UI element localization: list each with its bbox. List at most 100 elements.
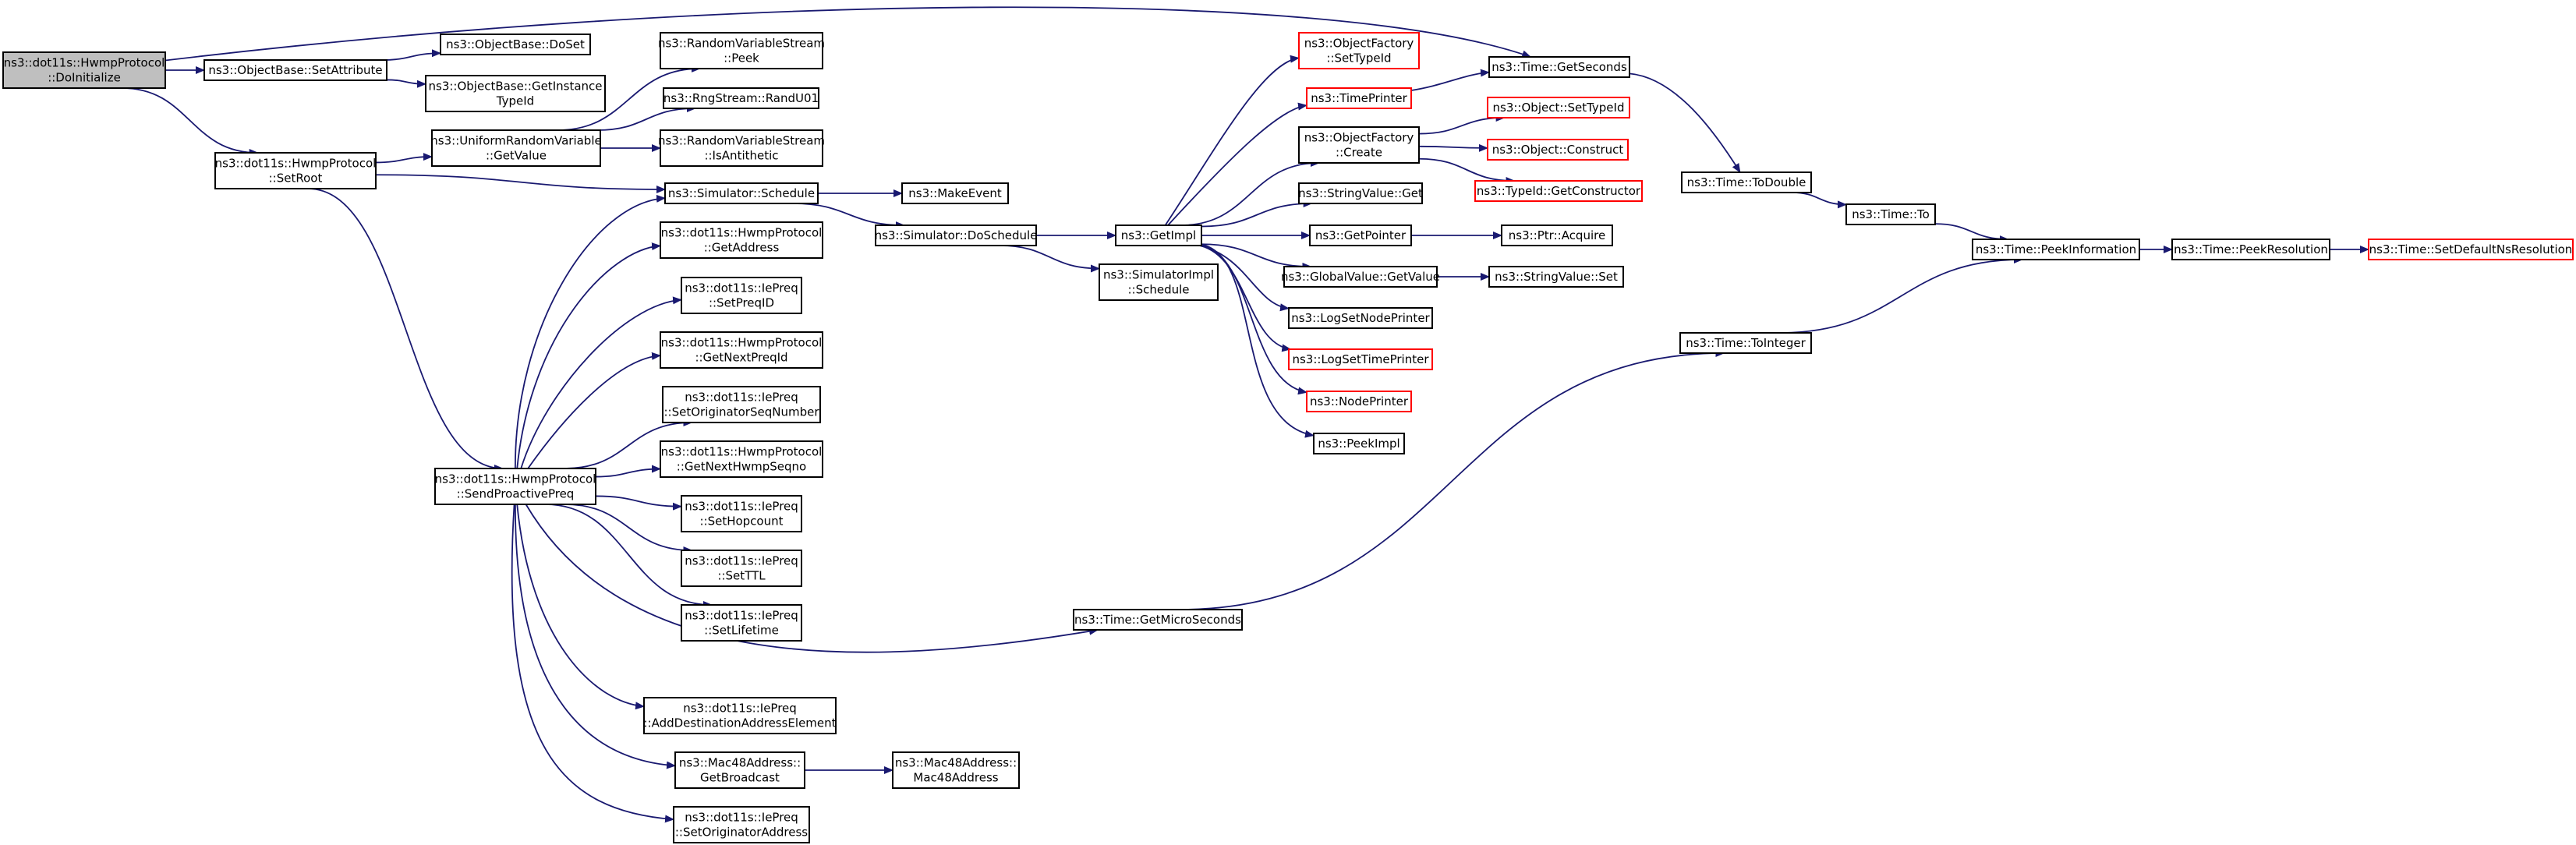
node-getnexthwmpseq[interactable]: ns3::dot11s::HwmpProtocol::GetNextHwmpSe… [660, 440, 823, 478]
node-makeevent[interactable]: ns3::MakeEvent [901, 182, 1009, 204]
node-nodeprinter[interactable]: ns3::NodePrinter [1306, 391, 1412, 412]
edge-sendproactive-to-getnexthwmpseq [595, 465, 661, 478]
edges-layer [122, 6, 2369, 823]
node-logsettime[interactable]: ns3::LogSetTimePrinter [1288, 348, 1433, 370]
node-rvspeek[interactable]: ns3::RandomVariableStream::Peek [658, 32, 825, 69]
node-sethopcount[interactable]: ns3::dot11s::IePreq::SetHopcount [681, 495, 802, 532]
node-label-setorigaddr-line-1: ::SetOriginatorAddress [675, 826, 808, 840]
node-label-mac48ctor-line-1: Mac48Address [913, 771, 998, 785]
node-simimplsched[interactable]: ns3::SimulatorImpl::Schedule [1099, 263, 1219, 301]
node-label-logsetnode-line-0: ns3::LogSetNodePrinter [1291, 311, 1430, 325]
node-objsettypeid[interactable]: ns3::Object::SetTypeId [1487, 97, 1630, 118]
edge-sendproactive-to-setpreqid [520, 296, 682, 469]
edge-sendproactive-to-schedule [514, 194, 666, 469]
node-urvget[interactable]: ns3::UniformRandomVariable::GetValue [430, 129, 602, 167]
node-label-sendproactive-line-0: ns3::dot11s::HwmpProtocol [435, 472, 596, 486]
node-todouble[interactable]: ns3::Time::ToDouble [1681, 171, 1812, 193]
node-label-makeevent-line-0: ns3::MakeEvent [908, 186, 1002, 200]
node-getimpl[interactable]: ns3::GetImpl [1115, 225, 1202, 246]
node-setdefaultns[interactable]: ns3::Time::SetDefaultNsResolution [2368, 239, 2574, 260]
node-setroot[interactable]: ns3::dot11s::HwmpProtocol::SetRoot [214, 152, 377, 189]
node-label-setattr-line-0: ns3::ObjectBase::SetAttribute [208, 63, 382, 77]
node-tointeger[interactable]: ns3::Time::ToInteger [1679, 332, 1812, 354]
node-mac48ctor[interactable]: ns3::Mac48Address::Mac48Address [892, 751, 1020, 789]
edge-sendproactive-to-adddest [516, 504, 645, 710]
node-sendproactive[interactable]: ns3::dot11s::HwmpProtocol::SendProactive… [434, 468, 596, 505]
node-setlifetime[interactable]: ns3::dot11s::IePreq::SetLifetime [681, 604, 802, 642]
node-getnextpreqid[interactable]: ns3::dot11s::HwmpProtocol::GetNextPreqId [660, 331, 823, 369]
node-timeto[interactable]: ns3::Time::To [1845, 203, 1936, 225]
node-gvgetvalue[interactable]: ns3::GlobalValue::GetValue [1281, 266, 1440, 288]
node-label-setttl-line-1: ::SetTTL [717, 569, 766, 583]
node-label-getbroadcast-line-1: GetBroadcast [700, 771, 780, 785]
node-objconstruct[interactable]: ns3::Object::Construct [1487, 139, 1629, 161]
node-box-peekres [2171, 239, 2330, 260]
edge-getimpl-to-timeprinter [1167, 102, 1307, 226]
node-getpointer[interactable]: ns3::GetPointer [1309, 225, 1412, 246]
node-box-setorigaddr [673, 806, 810, 843]
node-timeprinter[interactable]: ns3::TimePrinter [1306, 87, 1412, 109]
node-randu01[interactable]: ns3::RngStream::RandU01 [663, 87, 819, 109]
node-ofcreate[interactable]: ns3::ObjectFactory::Create [1298, 126, 1420, 164]
node-box-setlifetime [681, 604, 802, 642]
node-label-timeto-line-0: ns3::Time::To [1852, 207, 1930, 221]
node-rvsanti[interactable]: ns3::RandomVariableStream::IsAntithetic [658, 129, 825, 167]
node-peekinfo[interactable]: ns3::Time::PeekInformation [1972, 239, 2140, 260]
node-ptracquire[interactable]: ns3::Ptr::Acquire [1501, 225, 1613, 246]
node-box-ofcreate [1298, 126, 1420, 164]
node-strvalset[interactable]: ns3::StringValue::Set [1488, 266, 1624, 288]
node-label-setpreqid-line-1: ::SetPreqID [709, 296, 774, 310]
node-getseconds[interactable]: ns3::Time::GetSeconds [1488, 56, 1630, 78]
node-getmicro[interactable]: ns3::Time::GetMicroSeconds [1073, 609, 1243, 631]
node-label-urvget-line-1: ::GetValue [486, 149, 547, 163]
node-box-setorigseq [662, 386, 821, 423]
node-typeidgetctor[interactable]: ns3::TypeId::GetConstructor [1474, 180, 1643, 202]
node-strvalget[interactable]: ns3::StringValue::Get [1298, 182, 1423, 204]
node-box-rvspeek [660, 32, 823, 69]
node-label-rvsanti-line-1: ::IsAntithetic [704, 149, 778, 163]
node-setpreqid[interactable]: ns3::dot11s::IePreq::SetPreqID [681, 277, 802, 314]
node-label-ofcreate-line-0: ns3::ObjectFactory [1304, 131, 1414, 145]
node-doset[interactable]: ns3::ObjectBase::DoSet [440, 34, 591, 55]
node-box-tointeger [1679, 332, 1812, 354]
node-setorigseq[interactable]: ns3::dot11s::IePreq::SetOriginatorSeqNum… [662, 386, 821, 423]
edge-setattr-to-getinst [386, 79, 426, 88]
node-label-gvgetvalue-line-0: ns3::GlobalValue::GetValue [1281, 270, 1440, 284]
node-doschedule[interactable]: ns3::Simulator::DoSchedule [875, 225, 1038, 246]
node-box-setpreqid [681, 277, 802, 314]
node-getaddr[interactable]: ns3::dot11s::HwmpProtocol::GetAddress [660, 221, 823, 259]
edge-schedule-to-doschedule [793, 203, 905, 229]
node-adddest[interactable]: ns3::dot11s::IePreq::AddDestinationAddre… [643, 697, 837, 734]
edge-ofcreate-to-typeidgetctor [1418, 157, 1516, 185]
node-label-getnexthwmpseq-line-1: ::GetNextHwmpSeqno [677, 460, 806, 474]
node-label-typeidgetctor-line-0: ns3::TypeId::GetConstructor [1477, 184, 1641, 198]
node-doinit[interactable]: ns3::dot11s::HwmpProtocol::DoInitialize [2, 51, 166, 89]
node-box-ofsettypeid [1298, 32, 1420, 69]
edge-setroot-to-sendproactive [308, 188, 504, 472]
node-ofsettypeid[interactable]: ns3::ObjectFactory::SetTypeId [1298, 32, 1420, 69]
node-label-ofsettypeid-line-0: ns3::ObjectFactory [1304, 37, 1414, 51]
node-label-getseconds-line-0: ns3::Time::GetSeconds [1491, 60, 1627, 74]
node-label-getinst-line-1: TypeId [496, 94, 534, 108]
node-peekres[interactable]: ns3::Time::PeekResolution [2171, 239, 2330, 260]
node-label-peekres-line-0: ns3::Time::PeekResolution [2174, 242, 2328, 256]
node-label-sethopcount-line-1: ::SetHopcount [699, 514, 783, 529]
node-getbroadcast[interactable]: ns3::Mac48Address::GetBroadcast [674, 751, 805, 789]
node-setttl[interactable]: ns3::dot11s::IePreq::SetTTL [681, 550, 802, 587]
node-logsetnode[interactable]: ns3::LogSetNodePrinter [1288, 307, 1433, 329]
node-box-randu01 [663, 87, 819, 109]
node-box-logsettime [1288, 348, 1433, 370]
node-label-timeprinter-line-0: ns3::TimePrinter [1311, 91, 1407, 105]
node-box-setattr [203, 59, 387, 81]
node-box-getmicro [1073, 609, 1243, 631]
node-label-setttl-line-0: ns3::dot11s::IePreq [685, 554, 798, 568]
node-setattr[interactable]: ns3::ObjectBase::SetAttribute [203, 59, 387, 81]
node-schedule[interactable]: ns3::Simulator::Schedule [664, 182, 819, 204]
node-label-peekimpl-line-0: ns3::PeekImpl [1318, 437, 1399, 451]
node-peekimpl[interactable]: ns3::PeekImpl [1313, 433, 1405, 454]
edge-doinit-to-setroot [122, 87, 259, 157]
node-box-urvget [431, 129, 601, 167]
node-setorigaddr[interactable]: ns3::dot11s::IePreq::SetOriginatorAddres… [673, 806, 810, 843]
